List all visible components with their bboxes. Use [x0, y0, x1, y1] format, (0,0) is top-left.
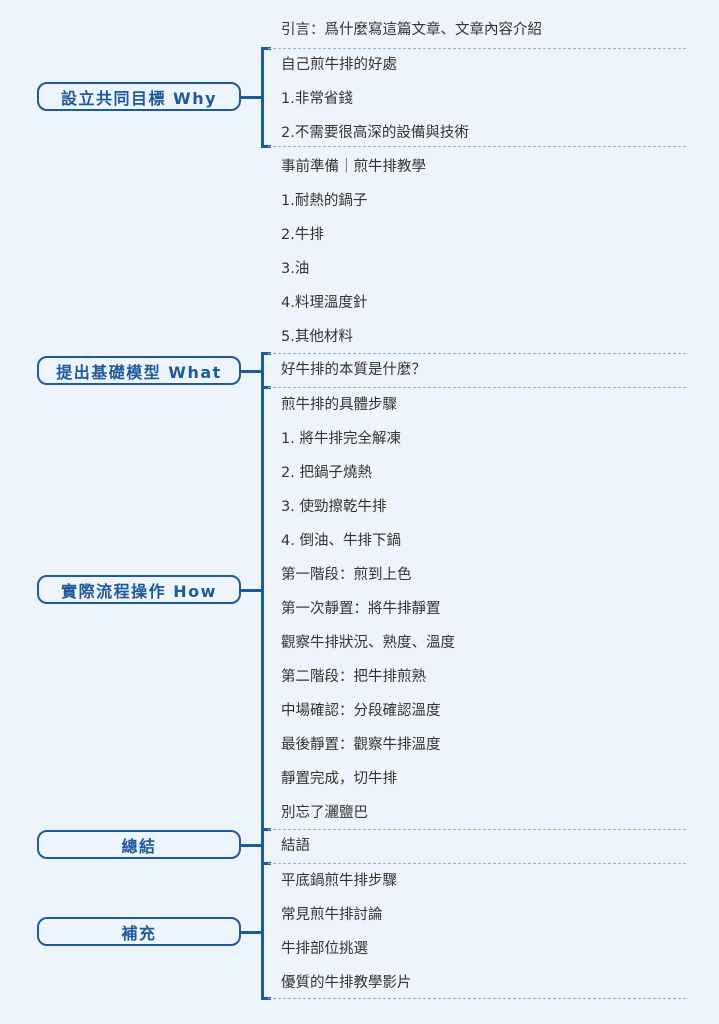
list-item[interactable]: 3.油 [281, 261, 310, 277]
connector-how [241, 589, 261, 592]
list-item[interactable]: 煎牛排的具體步驟 [281, 397, 397, 413]
list-item[interactable]: 5.其他材料 [281, 329, 353, 345]
list-item[interactable]: 觀察牛排狀況、熟度、溫度 [281, 635, 455, 651]
list-item[interactable]: 靜置完成，切牛排 [281, 771, 397, 787]
list-item[interactable]: 常見煎牛排討論 [281, 907, 383, 923]
divider [268, 146, 686, 147]
divider [268, 829, 686, 830]
divider [268, 353, 686, 354]
bracket-what [261, 353, 264, 388]
list-item[interactable]: 4. 倒油、牛排下鍋 [281, 533, 401, 549]
list-item[interactable]: 第二階段：把牛排煎熟 [281, 669, 426, 685]
node-how-label: 實際流程操作 How [61, 581, 217, 601]
list-item[interactable]: 別忘了灑鹽巴 [281, 805, 368, 821]
bracket-supplement-bottom [261, 997, 271, 1000]
bracket-why-bottom [261, 145, 271, 148]
list-item[interactable]: 4.料理溫度針 [281, 295, 368, 311]
divider [268, 998, 686, 999]
node-how[interactable]: 實際流程操作 How [37, 575, 241, 604]
list-item[interactable]: 第一次靜置：將牛排靜置 [281, 601, 441, 617]
list-item[interactable]: 好牛排的本質是什麼？ [281, 362, 426, 378]
node-summary[interactable]: 總結 [37, 830, 241, 859]
list-item[interactable]: 事前準備｜煎牛排教學 [281, 159, 426, 175]
node-what-label: 提出基礎模型 What [56, 362, 222, 382]
node-what[interactable]: 提出基礎模型 What [37, 356, 241, 385]
list-item[interactable]: 牛排部位挑選 [281, 941, 368, 957]
node-summary-label: 總結 [121, 836, 157, 856]
divider [268, 387, 686, 388]
node-supplement[interactable]: 補充 [37, 917, 241, 946]
list-item[interactable]: 1.耐熱的鍋子 [281, 193, 368, 209]
bracket-summary [261, 829, 264, 864]
divider [268, 863, 686, 864]
list-item[interactable]: 2.牛排 [281, 227, 324, 243]
list-item[interactable]: 2. 把鍋子燒熱 [281, 465, 372, 481]
list-item[interactable]: 結語 [281, 838, 310, 854]
list-item[interactable]: 中場確認：分段確認溫度 [281, 703, 441, 719]
bracket-how-bottom [261, 828, 271, 831]
node-why-label: 設立共同目標 Why [60, 88, 218, 108]
node-supplement-label: 補充 [121, 923, 157, 943]
connector-supplement [241, 931, 261, 934]
list-item[interactable]: 1. 將牛排完全解凍 [281, 431, 401, 447]
bracket-why [261, 48, 264, 147]
list-item[interactable]: 第一階段：煎到上色 [281, 567, 412, 583]
list-item[interactable]: 平底鍋煎牛排步驟 [281, 873, 397, 889]
list-item[interactable]: 最後靜置：觀察牛排溫度 [281, 737, 441, 753]
connector-summary [241, 844, 261, 847]
bracket-how [261, 387, 264, 830]
bracket-what-bottom [261, 386, 271, 389]
list-item[interactable]: 自己煎牛排的好處 [281, 57, 397, 73]
bracket-what-top [261, 352, 271, 355]
bracket-why-top [261, 47, 271, 50]
list-item[interactable]: 優質的牛排教學影片 [281, 975, 412, 991]
bracket-supplement [261, 863, 264, 999]
node-why[interactable]: 設立共同目標 Why [37, 82, 241, 111]
list-item[interactable]: 1.非常省錢 [281, 91, 353, 107]
connector-what [241, 370, 261, 373]
list-item[interactable]: 3. 使勁擦乾牛排 [281, 499, 387, 515]
list-item[interactable]: 2.不需要很高深的設備與技術 [281, 125, 469, 141]
divider [268, 48, 686, 49]
connector-why [241, 96, 261, 99]
bracket-summary-bottom [261, 862, 271, 865]
intro-item[interactable]: 引言：爲什麼寫這篇文章、文章內容介紹 [281, 22, 542, 38]
